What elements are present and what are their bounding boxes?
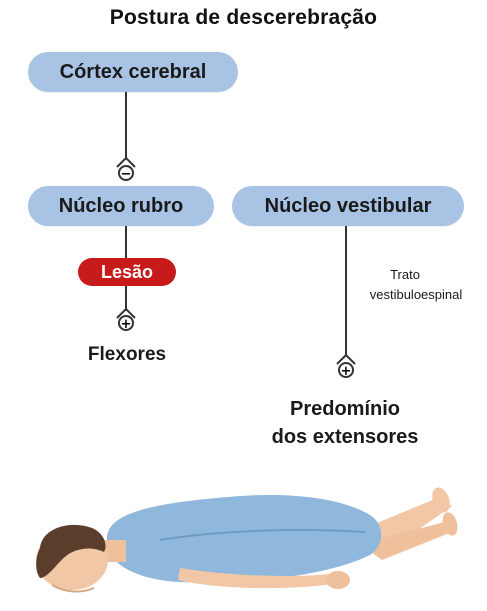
flexores-label: Flexores bbox=[87, 344, 167, 365]
extensores-label-line2: dos extensores bbox=[271, 426, 419, 448]
synapse-inhibitory-icon bbox=[116, 156, 136, 181]
sign-flexor-output: + bbox=[121, 317, 132, 332]
diagram-title: Postura de descerebração bbox=[109, 6, 378, 29]
sign-rubro-input: − bbox=[121, 167, 132, 182]
node-cortex-cerebral: Córtex cerebral bbox=[28, 52, 238, 92]
trato-label-line1: Trato bbox=[390, 267, 420, 282]
node-vestibular-label: Núcleo vestibular bbox=[264, 194, 432, 217]
node-nucleo-rubro: Núcleo rubro bbox=[28, 186, 214, 226]
lesion-badge: Lesão bbox=[78, 258, 176, 286]
synapse-excitatory-icon bbox=[116, 307, 136, 331]
node-nucleo-vestibular: Núcleo vestibular bbox=[232, 186, 464, 226]
patient-illustration bbox=[36, 487, 458, 593]
trato-label-line2: vestibuloespinal bbox=[369, 287, 463, 302]
synapse-excitatory-icon bbox=[336, 353, 356, 378]
node-cortex-label: Córtex cerebral bbox=[59, 60, 207, 83]
node-rubro-label: Núcleo rubro bbox=[58, 194, 184, 217]
sign-extensor-output: + bbox=[341, 364, 352, 379]
extensores-label-line1: Predomínio bbox=[289, 398, 400, 420]
